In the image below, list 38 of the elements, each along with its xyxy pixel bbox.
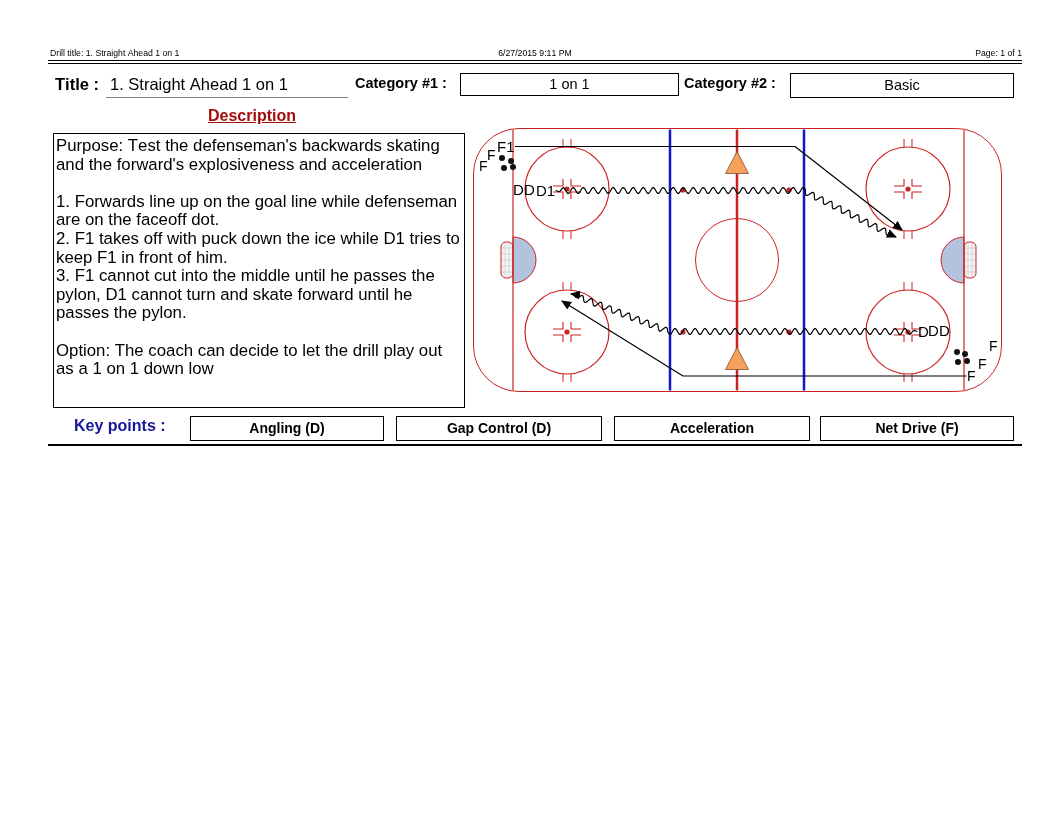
description-text: Purpose: Test the defenseman's backwards skating and the forward's explosiveness and acceleration [56,137,441,175]
wavy-arrow [555,187,897,238]
player-label: F1 [497,139,515,154]
player-label: F [978,357,987,371]
key-point-field: Angling (D) [190,416,384,441]
arrow [561,300,968,377]
title-field: 1. Straight Ahead 1 on 1 [106,75,348,98]
player-label: D1 [536,183,556,198]
arrow [514,145,903,231]
player-label: F [479,159,488,173]
description-box [53,133,465,408]
description-text: 1. Forwards line up on the goal line while defenseman are on the faceoff dot. [56,192,459,230]
description-text: Option: The coach can decide to let the drill play out as a 1 on 1 down low [56,341,444,379]
date-text: 6/27/2015 9:11 PM [498,48,572,58]
player-label: D [524,182,535,197]
player-label: D [918,324,929,339]
player-label: F [967,369,976,383]
hockey-rink-drawing [473,128,1002,392]
key-point-field: Acceleration [614,416,810,441]
header-text: Drill title: 1. Straight Ahead 1 on 1 [50,48,180,58]
field-label: Category #1 : [355,75,447,92]
page-number: Page: 1 of 1 [975,48,1022,58]
player-label: F [487,148,496,162]
wavy-arrow [570,290,919,335]
category-field: Basic [790,73,1014,98]
description-text: 3. F1 cannot cut into the middle until he passes the pylon, D1 cannot turn and skate forward until he passes the pylon. [56,267,436,323]
player-label: D [928,323,939,338]
section-heading: Description [208,107,296,126]
player-label: D [939,323,950,338]
field-label: Category #2 : [684,75,776,92]
player-label: D [513,182,524,197]
field-label: Title : [55,75,99,94]
description-text: 2. F1 takes off with puck down the ice while D1 tries to keep F1 in front of him. [56,229,461,268]
section-label: Key points : [74,417,166,436]
player-label: F [989,339,998,353]
category-field: 1 on 1 [460,73,679,96]
key-point-field: Gap Control (D) [396,416,602,441]
key-point-field: Net Drive (F) [820,416,1014,441]
